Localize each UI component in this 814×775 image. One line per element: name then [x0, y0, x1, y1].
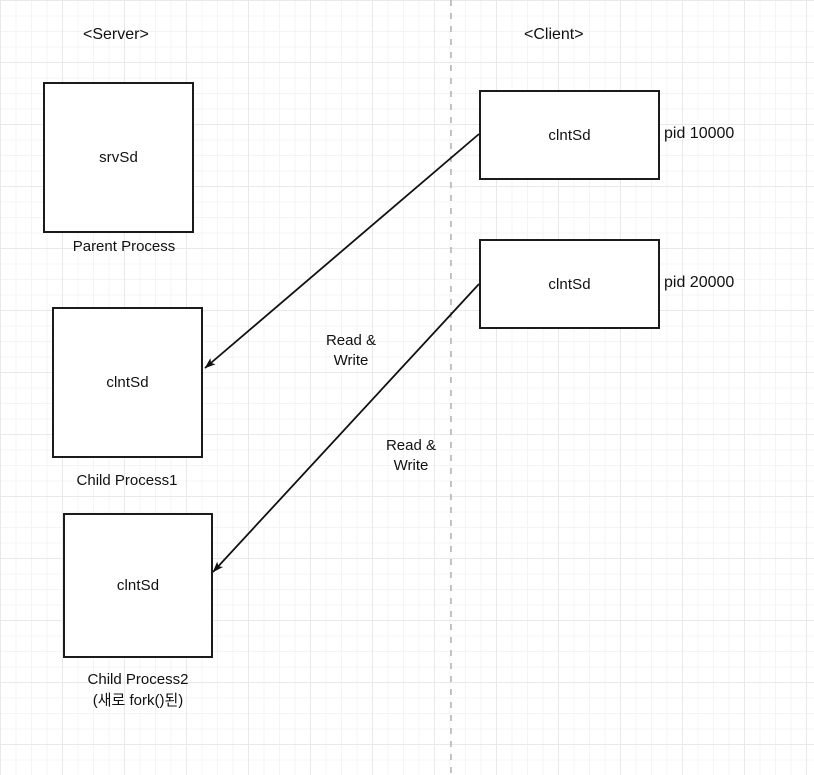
node-client-2[interactable]: clntSd	[479, 239, 660, 329]
edge-client2-to-child2	[212, 283, 480, 573]
node-client-2-label: clntSd	[548, 275, 591, 293]
client-section-title: <Client>	[524, 26, 584, 43]
node-parent-process-label: srvSd	[99, 149, 138, 166]
node-client-1-label: clntSd	[548, 126, 591, 144]
label-client-2-pid: pid 20000	[664, 274, 735, 291]
caption-child-process-1: Child Process1	[76, 472, 178, 489]
node-child-process-2-label: clntSd	[116, 577, 160, 594]
label-client-1-pid: pid 10000	[664, 125, 735, 142]
node-child-process-1[interactable]: clntSd	[52, 307, 203, 458]
edge-label-read-write-1: Read & Write	[325, 332, 377, 370]
caption-child-process-2: Child Process2 (새로 fork()된)	[87, 671, 189, 710]
node-child-process-1-label: clntSd	[106, 374, 149, 391]
node-child-process-2[interactable]: clntSd	[63, 513, 213, 658]
server-section-title: <Server>	[83, 26, 149, 43]
edge-label-read-write-2: Read & Write	[385, 437, 437, 475]
node-client-1[interactable]: clntSd	[479, 90, 660, 180]
caption-parent-process: Parent Process	[72, 238, 176, 255]
node-parent-process[interactable]: srvSd	[43, 82, 194, 233]
